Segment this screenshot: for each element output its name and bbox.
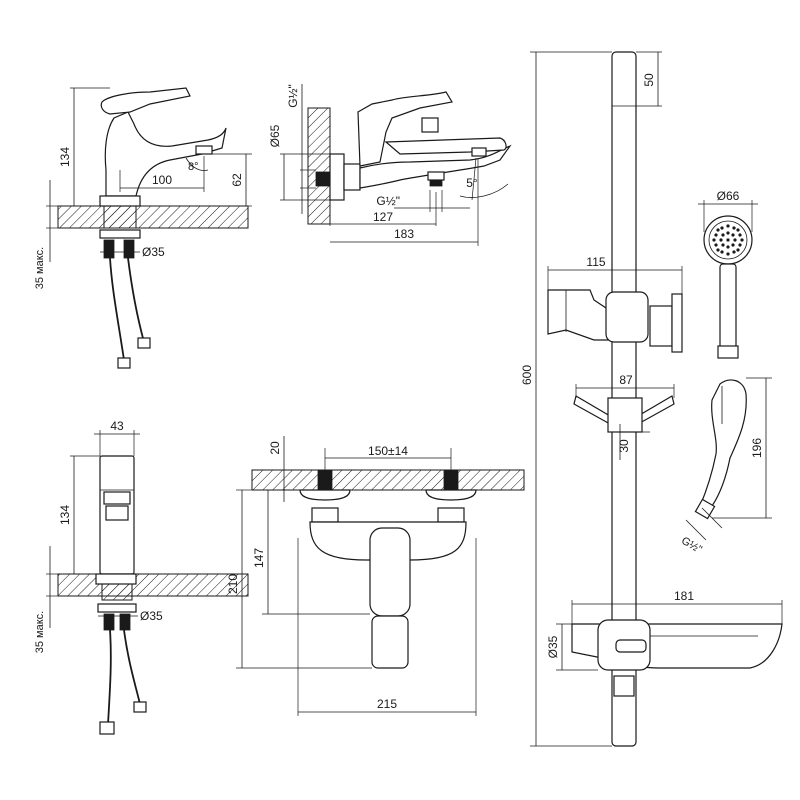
diverter-knob bbox=[421, 117, 439, 133]
front-plate bbox=[103, 613, 115, 631]
dim-bracket-115: 115 bbox=[586, 255, 605, 269]
bath-mixer-side-view: Ø65 G½" G½" 127 183 5° bbox=[268, 84, 512, 246]
front-fitting-left bbox=[99, 721, 115, 735]
front-spout bbox=[371, 615, 409, 669]
dim-front-height-134: 134 bbox=[58, 505, 72, 525]
base-ring bbox=[99, 195, 141, 207]
dim-height-210: 210 bbox=[226, 574, 240, 594]
mounting-nut bbox=[99, 229, 141, 239]
front-aerator bbox=[105, 505, 129, 521]
dim-wall-offset-20: 20 bbox=[268, 441, 282, 455]
hose-fitting-left bbox=[117, 357, 131, 369]
slider-body bbox=[605, 291, 649, 343]
spray-nozzles bbox=[712, 224, 744, 256]
dim-angle-5: 5° bbox=[466, 176, 478, 190]
bath-spout bbox=[384, 137, 507, 155]
dim-top-50: 50 bbox=[642, 73, 656, 87]
front-plate-2 bbox=[119, 613, 131, 631]
eccentric-fitting bbox=[315, 171, 331, 187]
bath-mixer-front-view: 20 150±14 147 210 215 bbox=[226, 436, 525, 716]
dim-angle-8: 8° bbox=[188, 161, 199, 173]
front-lever bbox=[103, 491, 131, 505]
dim-width-215: 215 bbox=[377, 697, 397, 711]
slider-clip bbox=[671, 293, 683, 353]
dim-length-183: 183 bbox=[394, 227, 414, 241]
dim-head-thread: G½" bbox=[679, 535, 704, 556]
dim-hole-dia: Ø35 bbox=[142, 245, 165, 259]
dim-height-134: 134 bbox=[58, 147, 72, 167]
faucet-body bbox=[104, 111, 227, 197]
dim-reach-100: 100 bbox=[152, 173, 172, 187]
mounting-plate bbox=[103, 239, 115, 259]
slider-holder bbox=[649, 305, 673, 347]
dim-wall-holder-30: 30 bbox=[617, 439, 631, 453]
dim-inlet-thread: G½" bbox=[286, 84, 300, 108]
nut-right bbox=[437, 507, 465, 523]
supply-hose-left bbox=[109, 257, 125, 361]
mixer-upper bbox=[357, 91, 453, 167]
wall-holder-right bbox=[637, 395, 675, 426]
dim-max-counter: 35 макс. bbox=[34, 247, 46, 289]
wall-top bbox=[251, 469, 525, 491]
cover-right bbox=[425, 489, 477, 501]
dim-reach-127: 127 bbox=[373, 210, 393, 224]
dim-front-max-counter: 35 макс. bbox=[34, 611, 46, 653]
front-hose-right bbox=[123, 629, 141, 705]
shower-handle-front bbox=[719, 263, 737, 349]
shower-outlet bbox=[427, 171, 445, 181]
wall-holder-left bbox=[573, 395, 611, 426]
central-column bbox=[369, 527, 411, 617]
dim-outlet-thread: G½" bbox=[376, 194, 400, 208]
dim-front-hole-dia: Ø35 bbox=[140, 609, 163, 623]
dim-cover-dia: Ø65 bbox=[268, 124, 282, 147]
countertop-front bbox=[57, 573, 249, 597]
dim-height-62: 62 bbox=[230, 173, 244, 187]
shower-rail-set: 600 50 115 87 30 181 Ø35 bbox=[520, 51, 783, 747]
shower-side-body bbox=[699, 379, 747, 513]
front-stud bbox=[101, 583, 133, 601]
dim-height-147: 147 bbox=[252, 548, 266, 568]
hand-shower-side: 196 G½" bbox=[679, 377, 772, 556]
front-nut bbox=[97, 603, 137, 613]
dim-head-length: 196 bbox=[750, 438, 764, 458]
dim-head-dia: Ø66 bbox=[717, 189, 740, 203]
basin-faucet-front-view: 43 134 35 макс. Ø35 bbox=[34, 419, 249, 735]
mounting-stud bbox=[103, 205, 137, 229]
rail-bottom-cap bbox=[613, 675, 635, 697]
dim-width-43: 43 bbox=[110, 419, 124, 433]
shower-outlet-thread bbox=[429, 179, 443, 187]
countertop bbox=[57, 205, 249, 229]
shower-handle-nut bbox=[717, 345, 739, 359]
soap-dish-slot bbox=[615, 639, 647, 653]
hose-fitting-right bbox=[137, 337, 151, 349]
front-fitting-right bbox=[133, 701, 147, 713]
wall-holder-block bbox=[607, 397, 643, 433]
dim-center-distance: 150±14 bbox=[368, 444, 408, 458]
lever-handle bbox=[100, 87, 191, 115]
inlet-right bbox=[443, 469, 459, 491]
front-base bbox=[95, 573, 137, 585]
front-hose-left bbox=[107, 629, 112, 725]
hand-shower-front: Ø66 bbox=[698, 189, 758, 359]
basin-faucet-side-view: 134 100 62 8° 35 макс. Ø35 bbox=[34, 87, 252, 369]
dim-soap-dish-dia: Ø35 bbox=[546, 635, 560, 658]
union-nut bbox=[343, 163, 361, 191]
mixer-body bbox=[359, 144, 512, 189]
wall-section bbox=[307, 107, 331, 225]
inlet-left bbox=[317, 469, 333, 491]
mounting-plate-2 bbox=[123, 239, 135, 259]
dim-rail-600: 600 bbox=[520, 365, 534, 385]
aerator bbox=[195, 145, 213, 155]
wall-cover bbox=[329, 153, 345, 201]
dim-soap-dish-181: 181 bbox=[674, 589, 694, 603]
dim-wall-holder-87: 87 bbox=[619, 373, 633, 387]
supply-hose-right bbox=[127, 257, 145, 343]
nut-left bbox=[311, 507, 339, 523]
slider-bracket bbox=[547, 289, 613, 341]
cover-left bbox=[299, 489, 351, 501]
shower-side-nut bbox=[694, 498, 716, 520]
spout-aerator bbox=[471, 147, 487, 157]
